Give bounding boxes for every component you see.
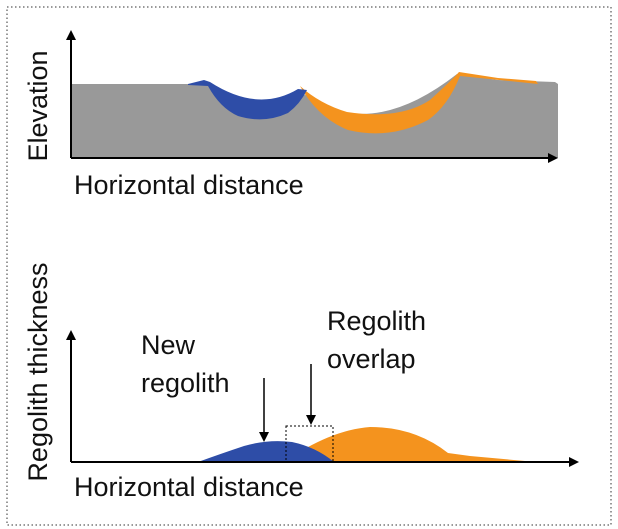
bottom-x-axis-label: Horizontal distance [74, 472, 304, 502]
older-crater-regolith [300, 72, 538, 134]
elevation-axis-label: Elevation [23, 50, 53, 161]
overlap-box [285, 425, 334, 463]
dotted-frame [6, 6, 612, 526]
regolith-overlap-label-line1: Regolith [327, 306, 426, 336]
new-crater-regolith [188, 80, 307, 120]
top-x-axis-label: Horizontal distance [74, 170, 304, 200]
regolith-thickness-panel: Regolith thickness Horizontal distance N… [23, 262, 579, 502]
elevation-panel: Elevation Horizontal distance [23, 30, 558, 200]
new-regolith-label-line1: New [141, 330, 196, 360]
older-regolith-mound [284, 427, 528, 462]
regolith-overlap-label-line2: overlap [327, 344, 416, 374]
regolith-thickness-axis-label: Regolith thickness [23, 262, 53, 481]
ground-surface [71, 74, 558, 158]
new-regolith-label-line2: regolith [141, 368, 230, 398]
new-regolith-mound [198, 441, 334, 462]
